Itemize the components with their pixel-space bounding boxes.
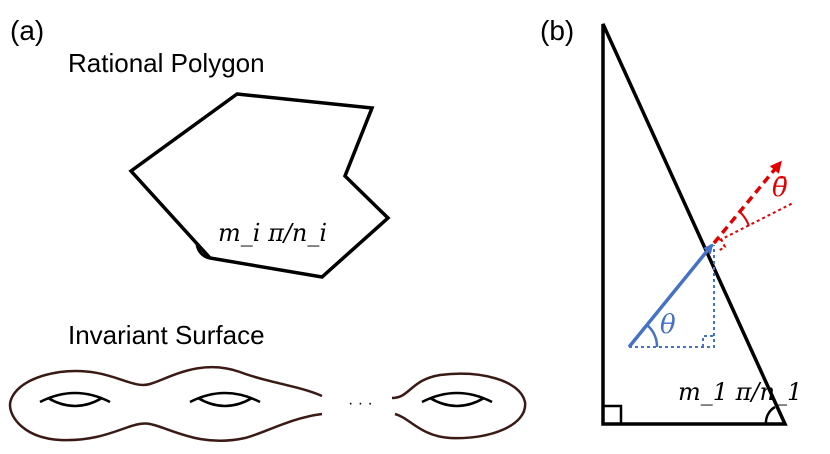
theta-angle-arc <box>646 324 659 348</box>
panel-b: (b) m_1 π/n_1 θ θ̄ <box>540 15 802 426</box>
surface-handle-3 <box>421 391 493 408</box>
reflected-trajectory-arrow <box>712 160 782 245</box>
right-angle-marker <box>603 404 623 424</box>
reflected-reference-line <box>713 202 794 244</box>
theta-label: θ <box>660 310 676 340</box>
blue-right-angle-marker <box>702 335 714 347</box>
invariant-surface-outline-right <box>391 372 527 440</box>
surface-title: Invariant Surface <box>68 320 265 350</box>
incident-trajectory-arrow <box>627 243 714 349</box>
right-triangle <box>601 23 788 426</box>
theta-bar-label: θ̄ <box>772 173 788 203</box>
surface-handle-1 <box>39 391 111 408</box>
theta-bar-angle-arc <box>739 211 750 227</box>
invariant-surface-outline <box>8 366 323 443</box>
surface-handle-2 <box>189 391 261 408</box>
surface-ellipsis: · · · <box>348 395 373 412</box>
triangle-angle-label: m_1 π/n_1 <box>678 378 802 406</box>
red-right-angle-marker <box>717 238 727 252</box>
panel-b-tag: (b) <box>540 15 574 46</box>
polygon-angle-label: m_i π/n_i <box>218 219 327 247</box>
panel-a: (a) Rational Polygon m_i π/n_i Invariant… <box>8 15 527 443</box>
rational-polygon <box>128 92 391 279</box>
polygon-title: Rational Polygon <box>68 48 265 78</box>
panel-a-tag: (a) <box>10 15 44 46</box>
triangle-angle-arc <box>764 405 776 425</box>
blue-component-lines <box>629 245 715 348</box>
polygon-angle-arc <box>195 243 210 260</box>
